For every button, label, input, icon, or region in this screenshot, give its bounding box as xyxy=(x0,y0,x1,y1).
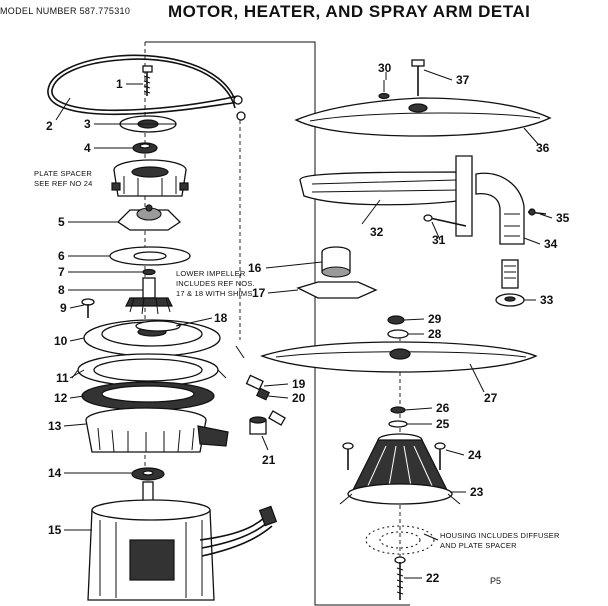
gasket-part-18 xyxy=(135,320,181,332)
callout-18: 18 xyxy=(214,311,228,325)
nut-part-4 xyxy=(132,142,158,154)
plate-spacer-note-line1: PLATE SPACER xyxy=(34,169,92,178)
callout-8: 8 xyxy=(58,283,65,297)
lower-impeller-part-8 xyxy=(125,277,173,315)
washer-part-25 xyxy=(388,420,408,428)
screws-part-24 xyxy=(342,442,446,470)
callout-33: 33 xyxy=(540,293,554,307)
callout-22: 22 xyxy=(426,571,440,585)
housing-part-23 xyxy=(339,433,461,505)
callout-5: 5 xyxy=(58,215,65,229)
motor-part-15 xyxy=(87,481,278,601)
connector-parts-19-20-21 xyxy=(245,374,286,435)
callout-17: 17 xyxy=(252,286,266,300)
screw-part-37 xyxy=(411,59,425,96)
callout-25: 25 xyxy=(436,417,450,431)
impeller-note-line1: LOWER IMPELLER xyxy=(176,269,246,278)
hub-plate-part-17 xyxy=(296,281,378,299)
washer-part-28 xyxy=(387,329,409,339)
callout-35: 35 xyxy=(556,211,570,225)
pump-body-part-13 xyxy=(85,407,229,453)
callout-1: 1 xyxy=(116,77,123,91)
screw-part-1 xyxy=(142,65,153,96)
seal-part-11 xyxy=(71,345,245,387)
callout-14: 14 xyxy=(48,466,62,480)
callout-27: 27 xyxy=(484,391,498,405)
impeller-note-line2: INCLUDES REF NOS. xyxy=(176,279,255,288)
impeller-note-line3: 17 & 18 WITH SHIMS xyxy=(176,289,253,298)
callout-10: 10 xyxy=(54,334,68,348)
screw-part-31 xyxy=(423,214,467,227)
seal-part-14 xyxy=(131,467,165,481)
tube-elbow-part-34 xyxy=(475,172,525,245)
nut-part-29 xyxy=(387,315,405,325)
housing-note-line2: AND PLATE SPACER xyxy=(440,541,517,550)
callout-4: 4 xyxy=(84,141,91,155)
shim-part-7 xyxy=(142,268,156,276)
callout-21: 21 xyxy=(262,453,276,467)
heater-bracket-part-3 xyxy=(119,115,177,133)
callout-29: 29 xyxy=(428,312,442,326)
callout-9: 9 xyxy=(60,301,67,315)
callout-30: 30 xyxy=(378,61,392,75)
callout-31: 31 xyxy=(432,233,446,247)
leader-lines xyxy=(55,69,553,579)
hub-part-16 xyxy=(321,246,351,278)
callout-6: 6 xyxy=(58,249,65,263)
nut-part-30 xyxy=(378,80,390,100)
plate-spacer-part xyxy=(365,525,435,555)
callout-19: 19 xyxy=(292,377,306,391)
callout-16: 16 xyxy=(248,261,262,275)
notes: PLATE SPACER SEE REF NO 24 LOWER IMPELLE… xyxy=(34,169,560,586)
callout-3: 3 xyxy=(84,117,91,131)
heater-element xyxy=(47,54,246,121)
callout-23: 23 xyxy=(470,485,484,499)
callout-2: 2 xyxy=(46,119,53,133)
callout-11: 11 xyxy=(56,371,69,385)
lower-spray-arm-part-27 xyxy=(260,341,538,373)
gasket-part-6 xyxy=(109,246,191,266)
callout-26: 26 xyxy=(436,401,450,415)
screw-part-9 xyxy=(81,298,95,318)
callout-32: 32 xyxy=(370,225,384,239)
page-reference: P5 xyxy=(490,576,501,586)
callout-24: 24 xyxy=(468,448,482,462)
page-title: MOTOR, HEATER, AND SPRAY ARM DETAI xyxy=(168,2,531,21)
callout-28: 28 xyxy=(428,327,442,341)
upper-spray-arm-part-36 xyxy=(294,97,552,137)
callout-7: 7 xyxy=(58,265,65,279)
screw-part-22 xyxy=(394,556,406,600)
callout-36: 36 xyxy=(536,141,550,155)
callout-34: 34 xyxy=(544,237,558,251)
nut-part-26 xyxy=(390,406,406,414)
pump-base-part-12 xyxy=(81,381,215,411)
callout-37: 37 xyxy=(456,73,470,87)
plate-spacer xyxy=(111,159,189,197)
screw-part-35 xyxy=(527,208,547,216)
coupling-part-33 xyxy=(495,259,525,307)
callout-12: 12 xyxy=(54,391,68,405)
water-tube-part-32 xyxy=(299,155,473,237)
callout-numbers: 1 2 3 4 5 6 7 8 9 10 11 12 13 14 15 16 1… xyxy=(46,61,570,585)
housing-note-line1: HOUSING INCLUDES DIFFUSER xyxy=(440,531,560,540)
model-number: MODEL NUMBER 587.775310 xyxy=(0,6,131,16)
callout-20: 20 xyxy=(292,391,306,405)
diffuser-part-5 xyxy=(116,204,182,231)
callout-13: 13 xyxy=(48,419,62,433)
plate-spacer-note-line2: SEE REF NO 24 xyxy=(34,179,92,188)
callout-15: 15 xyxy=(48,523,62,537)
